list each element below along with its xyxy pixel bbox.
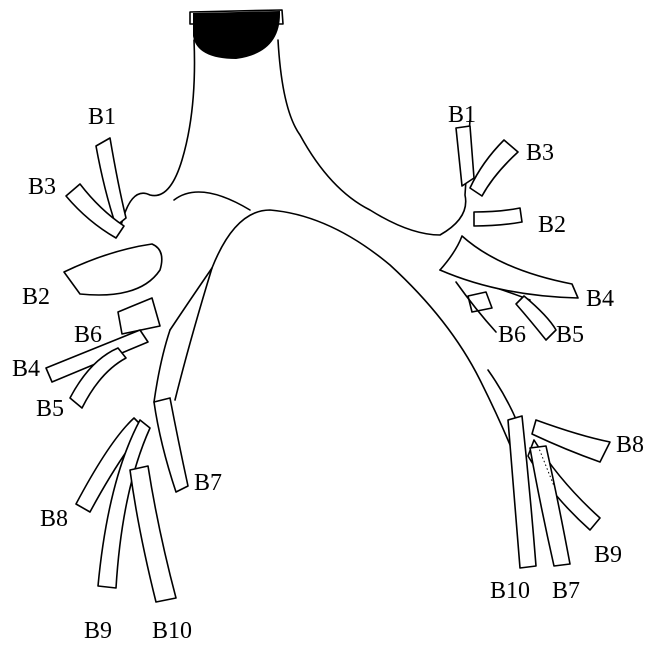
label-right-b9: B9: [84, 618, 112, 644]
label-right-b7: B7: [194, 470, 222, 496]
tracheal-lumen: [194, 12, 279, 58]
label-left-b4: B4: [586, 286, 614, 312]
label-right-b4: B4: [12, 356, 40, 382]
main-bronchi: [170, 192, 530, 470]
left-b2-segment: [474, 208, 522, 226]
label-right-b6: B6: [74, 322, 102, 348]
label-left-b3: B3: [526, 140, 554, 166]
label-right-b10: B10: [152, 618, 192, 644]
left-b7-segment: [530, 446, 570, 566]
right-b7-segment: [154, 398, 188, 492]
label-left-b9: B9: [594, 542, 622, 568]
label-right-b3: B3: [28, 174, 56, 200]
left-b3-segment: [470, 140, 518, 196]
label-right-b1: B1: [88, 104, 116, 130]
label-left-b7: B7: [552, 578, 580, 604]
left-b1-segment: [456, 126, 474, 186]
right-b6-segment: [118, 298, 160, 334]
right-lung-bronchi: [46, 138, 212, 602]
left-b10-segment: [508, 416, 536, 568]
label-right-b8: B8: [40, 506, 68, 532]
label-left-b5: B5: [556, 322, 584, 348]
label-left-b6: B6: [498, 322, 526, 348]
label-left-b8: B8: [616, 432, 644, 458]
right-b2-segment: [64, 244, 162, 295]
right-b10-segment: [130, 466, 176, 602]
label-right-b5: B5: [36, 396, 64, 422]
label-left-b10: B10: [490, 578, 530, 604]
label-left-b2: B2: [538, 212, 566, 238]
label-right-b2: B2: [22, 284, 50, 310]
trachea: [120, 10, 470, 235]
label-left-b1: B1: [448, 102, 476, 128]
